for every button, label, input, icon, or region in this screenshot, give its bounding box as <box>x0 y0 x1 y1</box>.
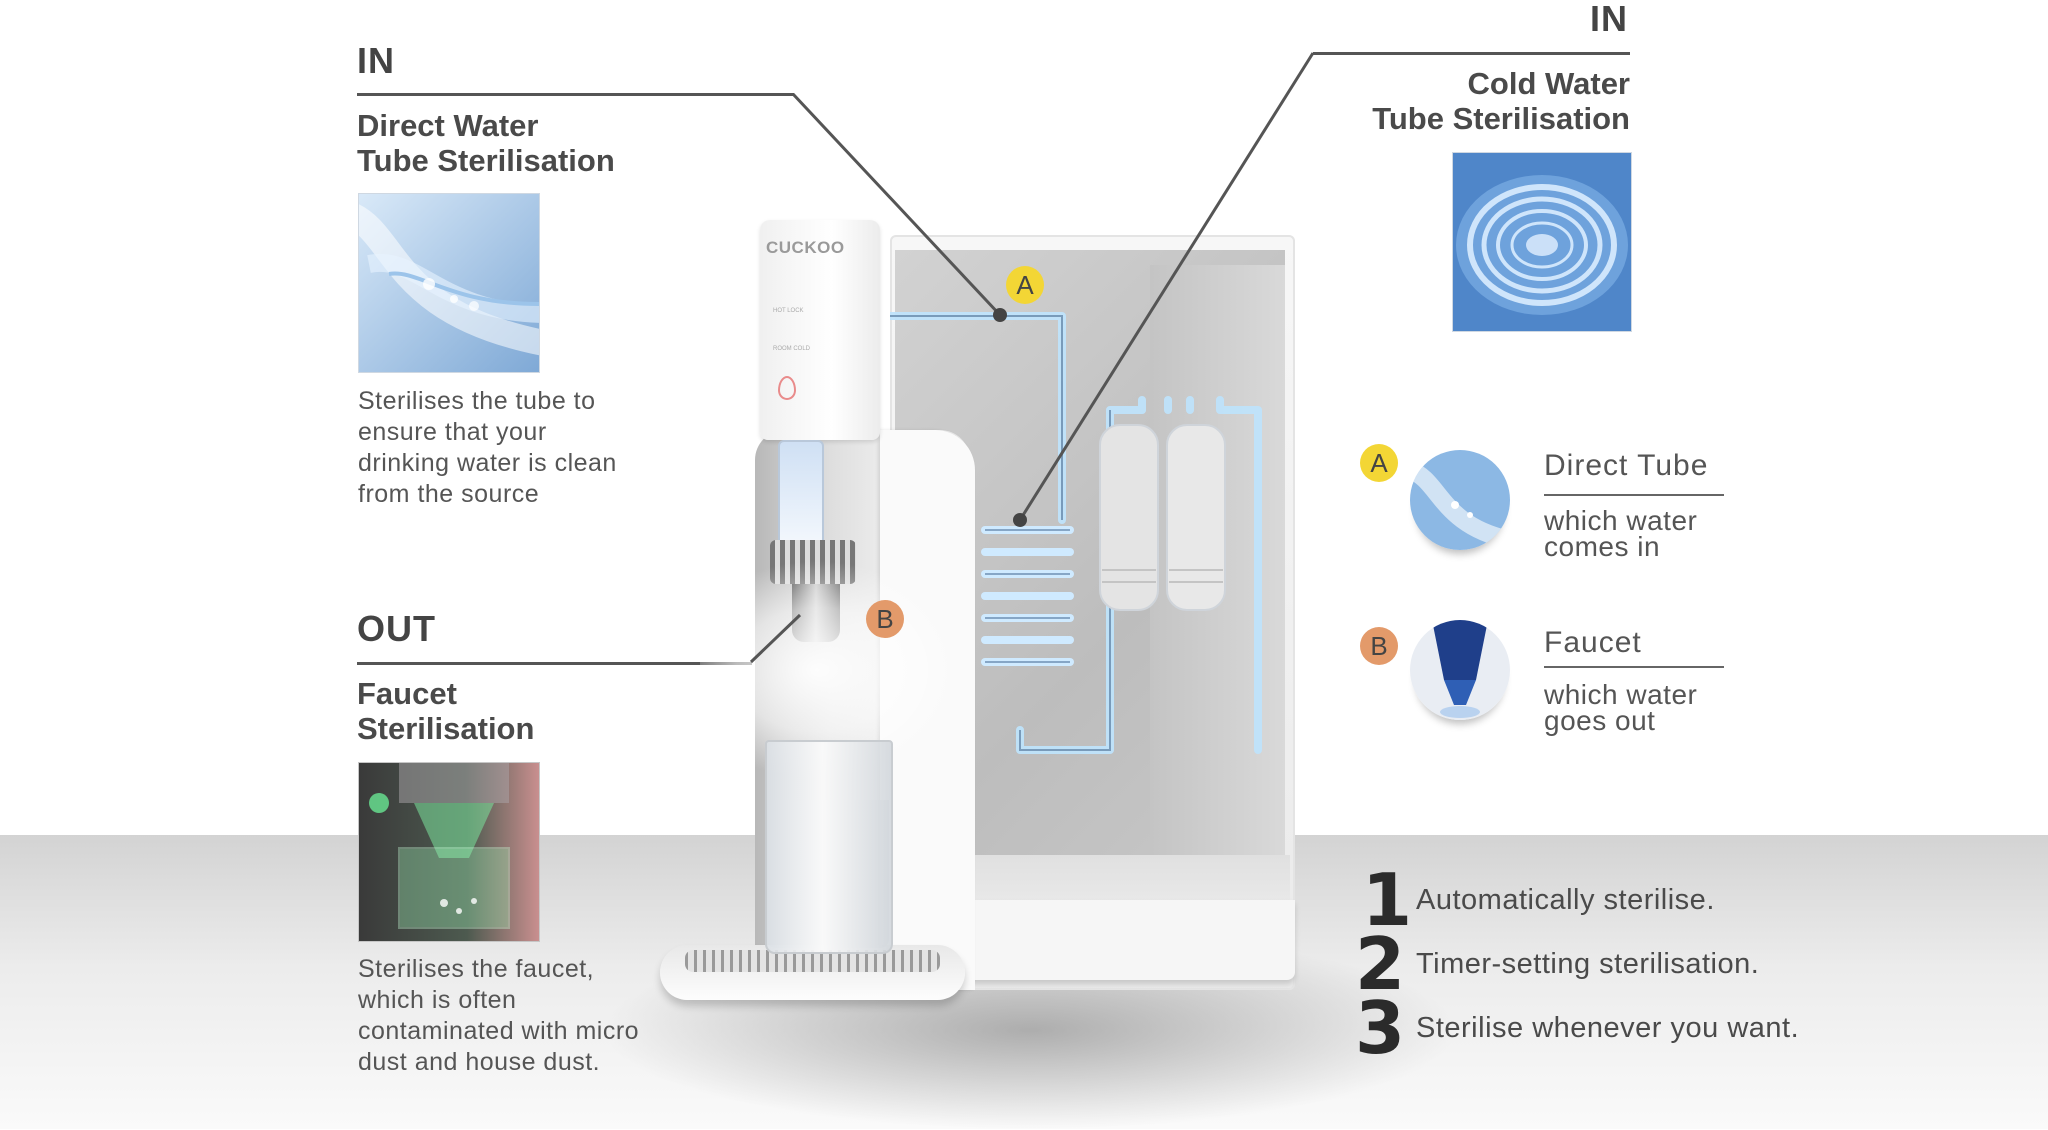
cold-water-title-line2: Tube Sterilisation <box>1372 101 1630 136</box>
legend-rule-a <box>1544 494 1724 496</box>
faucet-title: Faucet Sterilisation <box>357 676 534 746</box>
legend-b-desc-line: which water <box>1544 679 1698 710</box>
cold-water-title-line1: Cold Water <box>1467 66 1630 101</box>
step-number-2: 2 <box>1355 922 1406 1006</box>
legend-direct-tube-desc: which water comes in <box>1544 505 1698 562</box>
legend-badge-b: B <box>1360 627 1398 665</box>
legend-direct-tube-title: Direct Tube <box>1544 449 1709 482</box>
tube-diagram <box>890 312 1262 754</box>
faucet-desc-line: Sterilises the faucet, <box>358 955 595 983</box>
faucet-title-line1: Faucet <box>357 676 457 711</box>
faucet-description: Sterilises the faucet, which is often co… <box>358 954 639 1078</box>
step-text-1: Automatically sterilise. <box>1416 884 1715 916</box>
step-text-2: Timer-setting sterilisation. <box>1416 948 1760 980</box>
faucet-desc-line: contaminated with micro <box>358 1017 640 1045</box>
direct-water-title-line1: Direct Water <box>357 108 539 143</box>
legend-rule-b <box>1544 666 1724 668</box>
step-text-3: Sterilise whenever you want. <box>1416 1012 1800 1044</box>
hot-lock-button[interactable]: HOT LOCK <box>773 308 804 314</box>
direct-water-desc-line: Sterilises the tube to <box>358 387 596 415</box>
dispenser-indicator-window <box>778 440 824 549</box>
step-number-1: 1 <box>1362 858 1413 942</box>
marker-dot-a <box>993 308 1007 322</box>
left-in-label: IN <box>357 40 395 81</box>
cold-tube-photo <box>1452 152 1632 332</box>
direct-water-description: Sterilises the tube to ensure that your … <box>358 386 617 510</box>
legend-a-desc-line: comes in <box>1544 531 1661 562</box>
left-in-rule <box>357 93 794 96</box>
legend-direct-tube-photo <box>1410 450 1510 550</box>
direct-water-title-line2: Tube Sterilisation <box>357 143 615 178</box>
direct-water-desc-line: ensure that your <box>358 418 547 446</box>
marker-b: B <box>866 600 904 638</box>
legend-faucet-photo <box>1410 620 1510 720</box>
water-drop-icon[interactable] <box>778 376 796 400</box>
right-in-rule <box>1313 52 1630 55</box>
legend-b-desc-line: goes out <box>1544 705 1656 736</box>
direct-tube-photo <box>358 193 540 373</box>
room-cold-button[interactable]: ROOM COLD <box>773 346 811 352</box>
dispenser-base <box>960 900 1295 980</box>
right-in-label: IN <box>1590 0 1628 39</box>
direct-water-desc-line: drinking water is clean <box>358 449 617 477</box>
legend-a-desc-line: which water <box>1544 505 1698 536</box>
cold-water-title: Cold Water Tube Sterilisation <box>1340 66 1630 136</box>
marker-dot-cold <box>1013 513 1027 527</box>
drip-tray-grill <box>685 950 940 972</box>
dispenser-head <box>760 220 880 440</box>
legend-faucet-title: Faucet <box>1544 626 1642 659</box>
brand-logo: CUCKOO <box>766 238 845 257</box>
left-out-label: OUT <box>357 608 436 649</box>
faucet-desc-line: dust and house dust. <box>358 1048 601 1076</box>
legend-faucet-desc: which water goes out <box>1544 679 1698 736</box>
faucet-desc-line: which is often <box>358 986 517 1014</box>
left-out-rule <box>357 662 752 665</box>
water-glass <box>765 740 893 954</box>
legend-badge-a: A <box>1360 444 1398 482</box>
direct-water-desc-line: from the source <box>358 480 540 508</box>
marker-a: A <box>1006 266 1044 304</box>
step-number-3: 3 <box>1355 986 1406 1070</box>
faucet-title-line2: Sterilisation <box>357 711 535 746</box>
direct-water-title: Direct Water Tube Sterilisation <box>357 108 615 178</box>
faucet-photo <box>358 762 540 942</box>
